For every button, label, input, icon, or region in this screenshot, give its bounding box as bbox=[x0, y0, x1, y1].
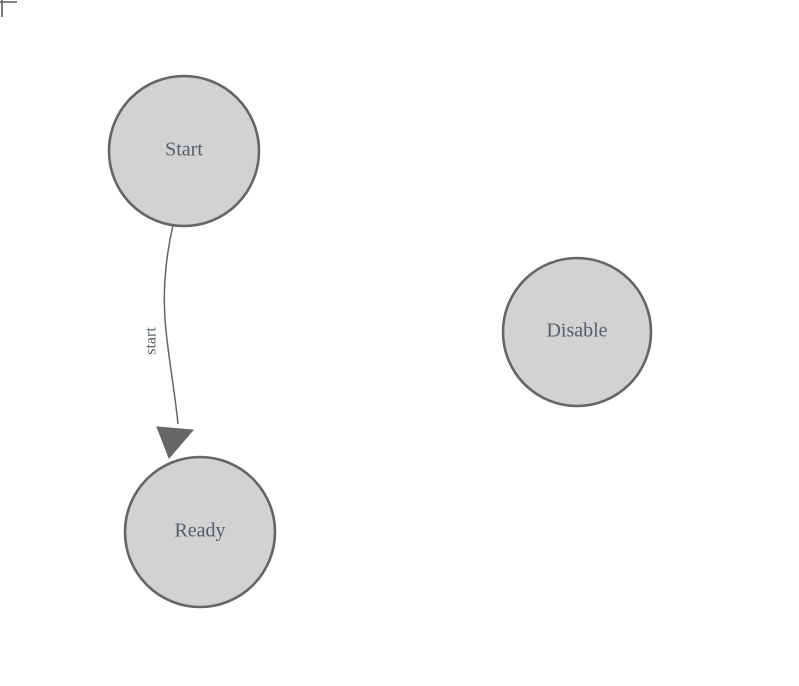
node-ready[interactable]: Ready bbox=[123, 455, 277, 609]
node-disable[interactable]: Disable bbox=[501, 256, 653, 408]
corner-mark bbox=[0, 0, 17, 17]
node-disable-label: Disable bbox=[546, 320, 607, 342]
node-start-label: Start bbox=[165, 139, 203, 161]
node-ready-circle[interactable] bbox=[123, 455, 277, 609]
node-disable-circle[interactable] bbox=[501, 256, 653, 408]
node-start[interactable]: Start bbox=[107, 74, 261, 228]
edge-start-to-ready[interactable]: start bbox=[143, 224, 195, 459]
arrowhead-icon bbox=[156, 426, 195, 459]
node-ready-label: Ready bbox=[174, 520, 225, 542]
node-start-circle[interactable] bbox=[107, 74, 261, 228]
edge-label-start: start bbox=[143, 327, 160, 355]
edge-path bbox=[163, 224, 179, 425]
